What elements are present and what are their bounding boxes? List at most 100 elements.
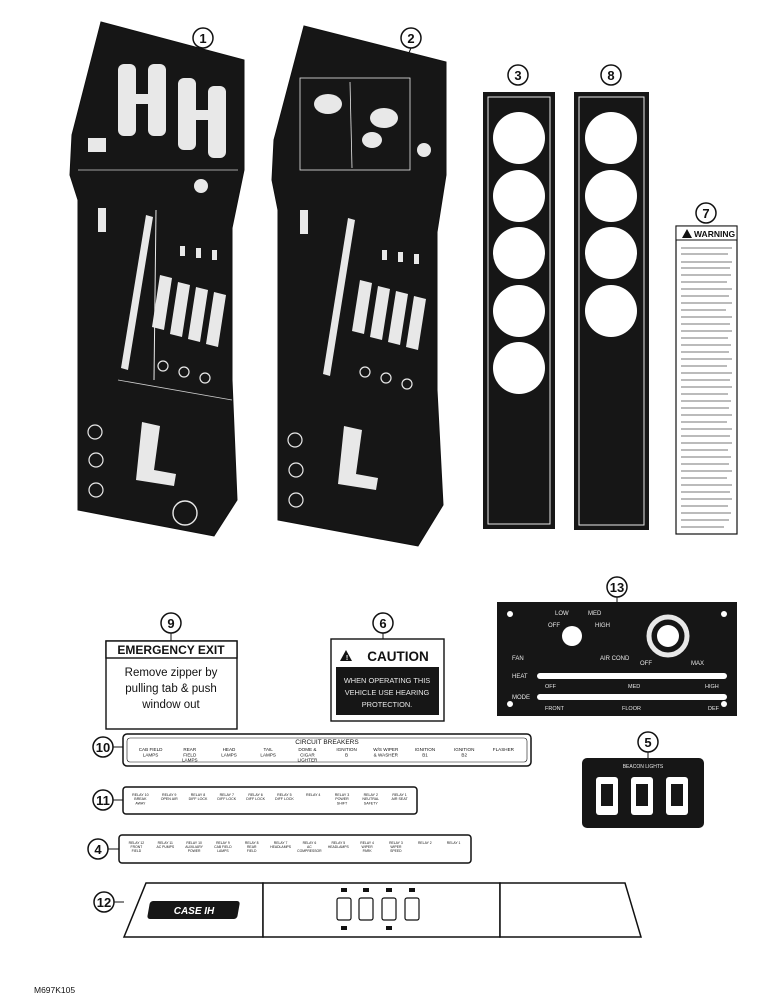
callout-7-circle <box>695 202 717 224</box>
decal-12-right-section <box>499 882 643 938</box>
decal-10-label-10: FLASHER <box>493 747 515 752</box>
decal-13-mode-floor: FLOOR <box>622 706 641 712</box>
decal-1-shift-h2-left <box>178 78 196 150</box>
decal-1-group: 1 <box>69 21 245 537</box>
decal-13-mode: MODE <box>512 695 530 701</box>
decal-13-heat-slider <box>537 673 727 679</box>
decal-9-line-3: window out <box>141 699 200 711</box>
decal-10-inner-border <box>126 737 528 763</box>
decal-7-header <box>675 225 738 241</box>
decal-13-mode-front: FRONT <box>545 706 565 712</box>
decal-4-label-11: RELAY 2 <box>418 841 432 845</box>
decal-13-screw-bl <box>507 701 513 707</box>
decal-13-temp-max: MAX <box>691 661 704 667</box>
decal-12-switch-icons <box>341 888 415 930</box>
decal-13-temp-ring <box>646 614 690 658</box>
decal-3-gauge-holes <box>493 112 545 394</box>
decal-9-line-1: Remove zipper by <box>125 667 218 679</box>
decal-1-knob-a <box>87 424 103 440</box>
warning-triangle-icon <box>682 229 692 238</box>
decal-1-switch-bank <box>152 246 226 347</box>
decal-13-screw-tr <box>721 611 727 617</box>
decal-2-knob-c <box>288 492 304 508</box>
decal-1-knob-row <box>157 360 211 384</box>
decal-13-med: MED <box>588 611 602 617</box>
decal-1-panel <box>69 21 245 537</box>
callout-4-number: 4 <box>94 842 102 857</box>
decal-13-mode-slider <box>537 694 727 700</box>
decal-2-knob-b <box>288 462 304 478</box>
decal-13-screw-br <box>721 701 727 707</box>
decal-13-heat-high: HIGH <box>705 684 719 690</box>
caution-triangle-icon <box>340 650 352 661</box>
callout-3-number: 3 <box>514 68 521 83</box>
decal-13-fan: FAN <box>512 656 524 662</box>
decal-5-switch-2 <box>636 784 648 806</box>
callout-7-number: 7 <box>702 206 709 221</box>
decal-12-logo: CASE IH <box>174 906 215 917</box>
decal-2-lever-slot <box>300 210 308 234</box>
decal-9-header <box>105 640 238 659</box>
decal-1-lever-slot <box>98 208 106 232</box>
decal-2-dot <box>417 143 431 157</box>
decal-13-low: LOW <box>555 611 569 617</box>
decal-12-switch-row <box>336 897 420 921</box>
callout-6-number: 6 <box>379 616 386 631</box>
decal-2-knob-row <box>359 366 413 390</box>
decal-3-group: 3 <box>483 64 555 529</box>
decal-2-group: 2 <box>271 25 447 547</box>
decal-4-strip <box>118 834 472 864</box>
decal-6-title: CAUTION <box>367 649 429 664</box>
decal-13-screw-tl <box>507 611 513 617</box>
decal-9-group: 9 EMERGENCY EXIT Remove zipper by pullin… <box>105 612 238 730</box>
decal-5-switch-1 <box>601 784 613 806</box>
decal-8-group: 8 <box>574 64 649 530</box>
decal-6-message-panel <box>336 667 439 715</box>
decal-1-scale-rule <box>153 209 157 381</box>
callout-2-number: 2 <box>407 31 414 46</box>
decal-1-indicator <box>88 138 106 152</box>
decal-11-strip <box>122 786 418 815</box>
decal-2-panel <box>271 25 447 547</box>
decal-10-label-7: W/S WIPER& WASHER <box>373 747 399 757</box>
decal-2-switch-bank <box>352 250 426 350</box>
decal-9-line-2: pulling tab & push <box>125 683 216 695</box>
figure-code: M697K105 <box>34 985 75 995</box>
decal-13-heat-off: OFF <box>545 684 557 690</box>
decal-6-line-3: PROTECTION. <box>362 700 413 709</box>
decal-1-lower-divider <box>117 379 233 401</box>
decal-1-shift-h1-right <box>148 64 166 136</box>
decal-11-label-7: RELAY 4 <box>306 793 320 797</box>
decal-8-gauge-holes <box>585 112 637 337</box>
decal-6-group: 6 ! CAUTION WHEN OPERATING THIS VEHICLE … <box>330 612 445 722</box>
decal-5-group: 5 BEACON LIGHTS <box>582 731 704 828</box>
decal-13-heat-med: MED <box>628 684 640 690</box>
decal-13-mode-def: DEF <box>708 706 720 712</box>
decal-10-heading: CIRCUIT BREAKERS <box>295 739 359 746</box>
decal-13-fan-knob <box>562 626 582 646</box>
callout-11-number: 11 <box>96 793 110 808</box>
decal-13-air-cond: AIR COND <box>600 656 630 662</box>
